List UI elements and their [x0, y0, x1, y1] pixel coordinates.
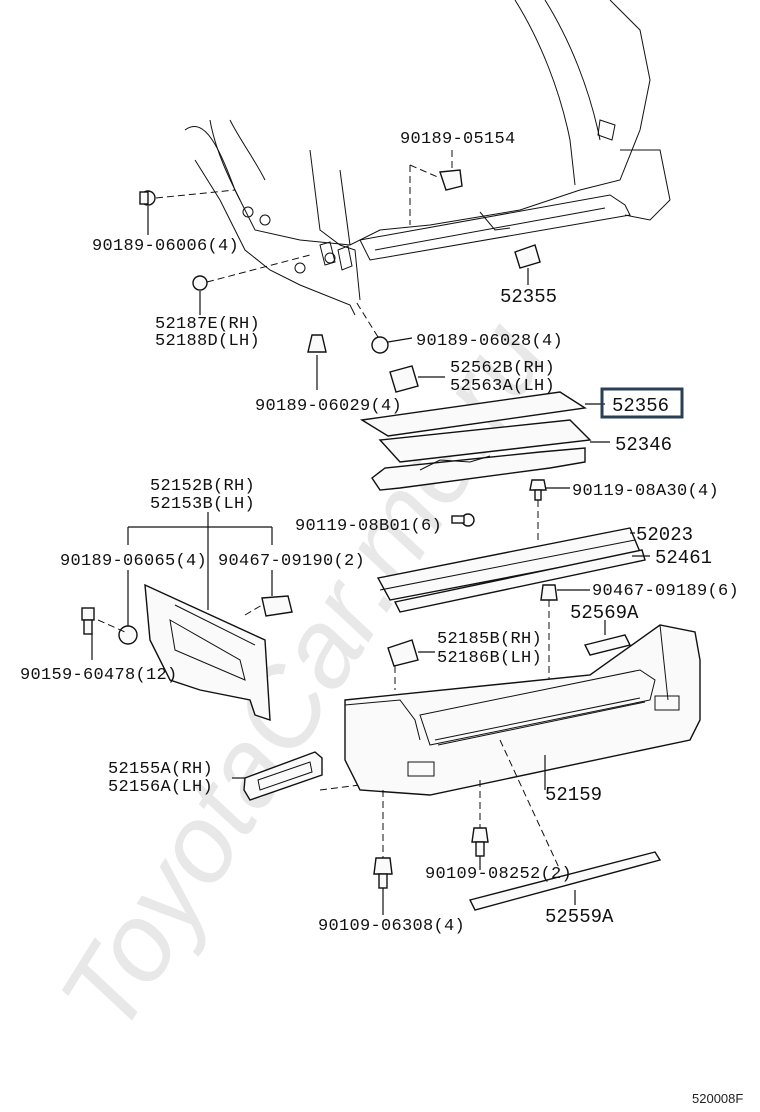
part-90159-60478 — [81, 607, 126, 660]
part-52559a — [468, 851, 662, 911]
part-90189-06065 — [118, 570, 138, 645]
label-52153b: 52153B(LH) — [150, 495, 255, 514]
part-52461 — [393, 549, 650, 613]
part-52346 — [371, 419, 610, 491]
label-90189-06006: 90189-06006(4) — [92, 237, 239, 256]
part-52355 — [514, 244, 541, 285]
label-90189-06065: 90189-06065(4) — [60, 552, 207, 571]
part-90189-06029 — [307, 334, 327, 390]
label-52569a: 52569A — [570, 602, 639, 624]
label-52155a: 52155A(RH) — [108, 760, 213, 779]
label-52355: 52355 — [500, 286, 557, 308]
vehicle-body — [184, 0, 671, 316]
part-90189-06006 — [139, 189, 236, 235]
label-90189-06028: 90189-06028(4) — [416, 332, 563, 351]
label-52023: 52023 — [636, 524, 693, 546]
diagram-code: 520008F — [692, 1091, 743, 1106]
part-90109-08252 — [471, 739, 561, 871]
label-90189-06029: 90189-06029(4) — [255, 397, 402, 416]
part-90189-05154 — [409, 150, 463, 225]
label-90119-08a30: 90119-08A30(4) — [572, 482, 719, 501]
label-52562b: 52562B(RH) — [450, 359, 555, 378]
label-90467-09189: 90467-09189(6) — [592, 582, 739, 601]
part-52159 — [344, 624, 701, 796]
part-52569a — [583, 620, 632, 656]
label-90119-08b01: 90119-08B01(6) — [295, 517, 442, 536]
label-52188d: 52188D(LH) — [155, 332, 260, 351]
part-90119-08a30 — [529, 479, 570, 540]
label-52461: 52461 — [655, 547, 712, 569]
part-90467-09190 — [244, 570, 293, 617]
part-90189-06028 — [354, 299, 413, 354]
highlight-box — [600, 387, 684, 419]
part-52155a — [232, 751, 361, 801]
label-52152b: 52152B(RH) — [150, 477, 255, 496]
label-52185b: 52185B(RH) — [437, 630, 542, 649]
label-90467-09190: 90467-09190(2) — [218, 552, 365, 571]
label-52563a: 52563A(LH) — [450, 377, 555, 396]
part-90109-06308 — [373, 790, 393, 915]
label-52356[interactable]: 52356 — [612, 395, 669, 417]
label-52187e: 52187E(RH) — [155, 315, 260, 334]
label-52186b: 52186B(LH) — [437, 649, 542, 668]
label-90109-06308: 90109-06308(4) — [318, 917, 465, 936]
label-52559a: 52559A — [545, 906, 614, 928]
label-90159-60478: 90159-60478(12) — [20, 666, 178, 685]
part-52187e — [192, 254, 311, 315]
label-90189-05154: 90189-05154 — [400, 130, 516, 149]
part-90467-09189 — [540, 584, 590, 680]
part-52562b — [389, 365, 445, 393]
label-52346: 52346 — [615, 434, 672, 456]
part-90119-08b01 — [451, 513, 475, 527]
label-52156a: 52156A(LH) — [108, 778, 213, 797]
part-52152b — [127, 512, 273, 721]
label-52159: 52159 — [545, 784, 602, 806]
part-52185b — [387, 639, 435, 690]
label-90109-08252: 90109-08252(2) — [425, 865, 572, 884]
